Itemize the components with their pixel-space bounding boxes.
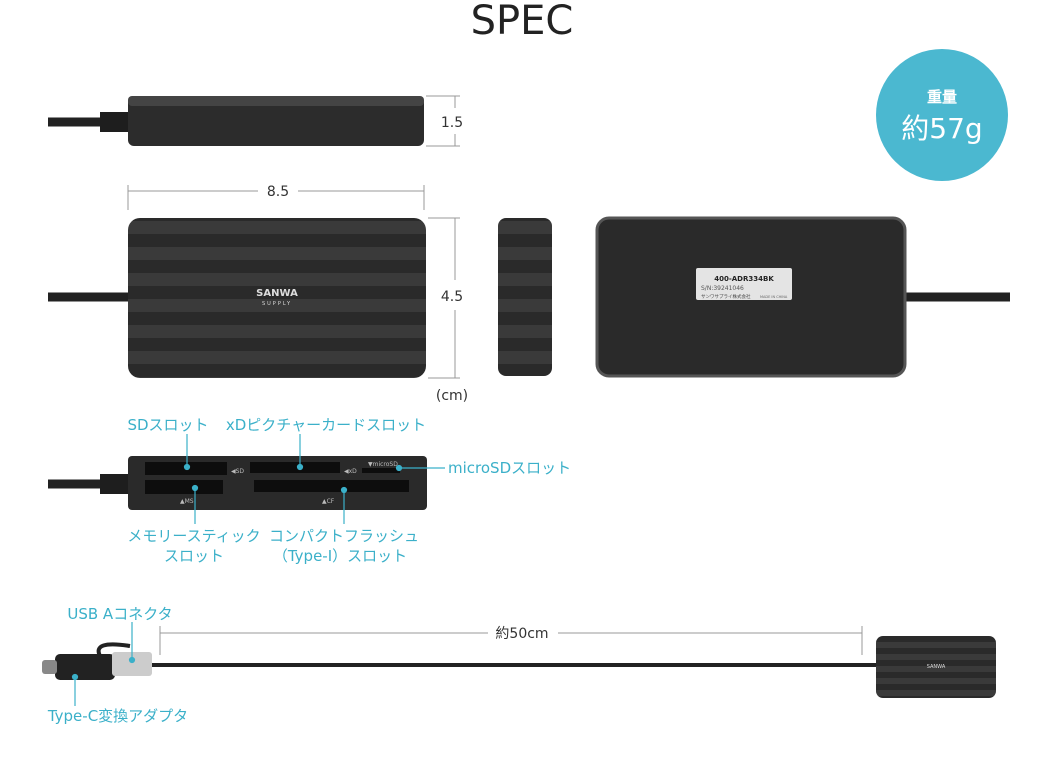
end-view — [498, 218, 552, 376]
cable-length-label: 約50cm — [495, 626, 548, 642]
cf-slot-label-1: コンパクトフラッシュ — [269, 527, 419, 545]
slot-marks-sd: ◀SD — [231, 468, 244, 475]
serial-label: S/N:39241046 — [701, 285, 744, 292]
device-origin: MADE IN CHINA — [760, 295, 788, 299]
slot-marks-xd: ◀xD — [344, 468, 357, 475]
device-maker: サンワサプライ株式会社 — [701, 293, 751, 300]
thickness-label: 1.5 — [441, 115, 463, 131]
usb-a-label: USB Aコネクタ — [67, 605, 172, 623]
slot-leaders — [183, 434, 445, 524]
weight-label: 重量 — [927, 88, 957, 106]
type-c-adapter-label: Type-C変換アダプタ — [47, 707, 188, 725]
cable-view: 約50cm SANWA — [42, 626, 996, 698]
weight-badge: 重量 約57g — [876, 49, 1008, 181]
side-view: 1.5 — [48, 95, 463, 147]
sd-slot-label: SDスロット — [127, 416, 208, 434]
ms-slot-label-1: メモリースティック — [127, 527, 260, 545]
model-label: 400-ADR334BK — [714, 275, 774, 283]
width-label: 8.5 — [267, 184, 289, 200]
device-brand: SANWA — [927, 664, 946, 670]
ms-slot-label-2: スロット — [164, 547, 224, 565]
slot-marks-microsd: ▼microSD — [368, 461, 398, 468]
top-view: 8.5 SANWA SUPPLY 4.5 (cm) — [48, 184, 468, 404]
microsd-slot-label: microSDスロット — [448, 459, 571, 477]
slot-marks-cf: ▲CF — [322, 498, 335, 505]
front-view: ◀SD ◀xD ▼microSD ▲MS ▲CF — [48, 456, 427, 510]
page-title: SPEC — [471, 0, 574, 44]
unit-label: (cm) — [436, 388, 468, 404]
slot-marks-ms: ▲MS — [180, 498, 194, 505]
weight-value: 約57g — [901, 112, 982, 145]
cf-slot-label-2: （Type-I）スロット — [273, 547, 407, 565]
bottom-view: 400-ADR334BK S/N:39241046 サンワサプライ株式会社 MA… — [595, 216, 1010, 378]
brand-logo: SANWA — [256, 288, 298, 299]
device-brand-sub: SUPPLY — [262, 301, 292, 307]
depth-label: 4.5 — [441, 289, 463, 305]
cable-leaders — [71, 622, 136, 706]
xd-slot-label: xDピクチャーカードスロット — [226, 416, 426, 434]
